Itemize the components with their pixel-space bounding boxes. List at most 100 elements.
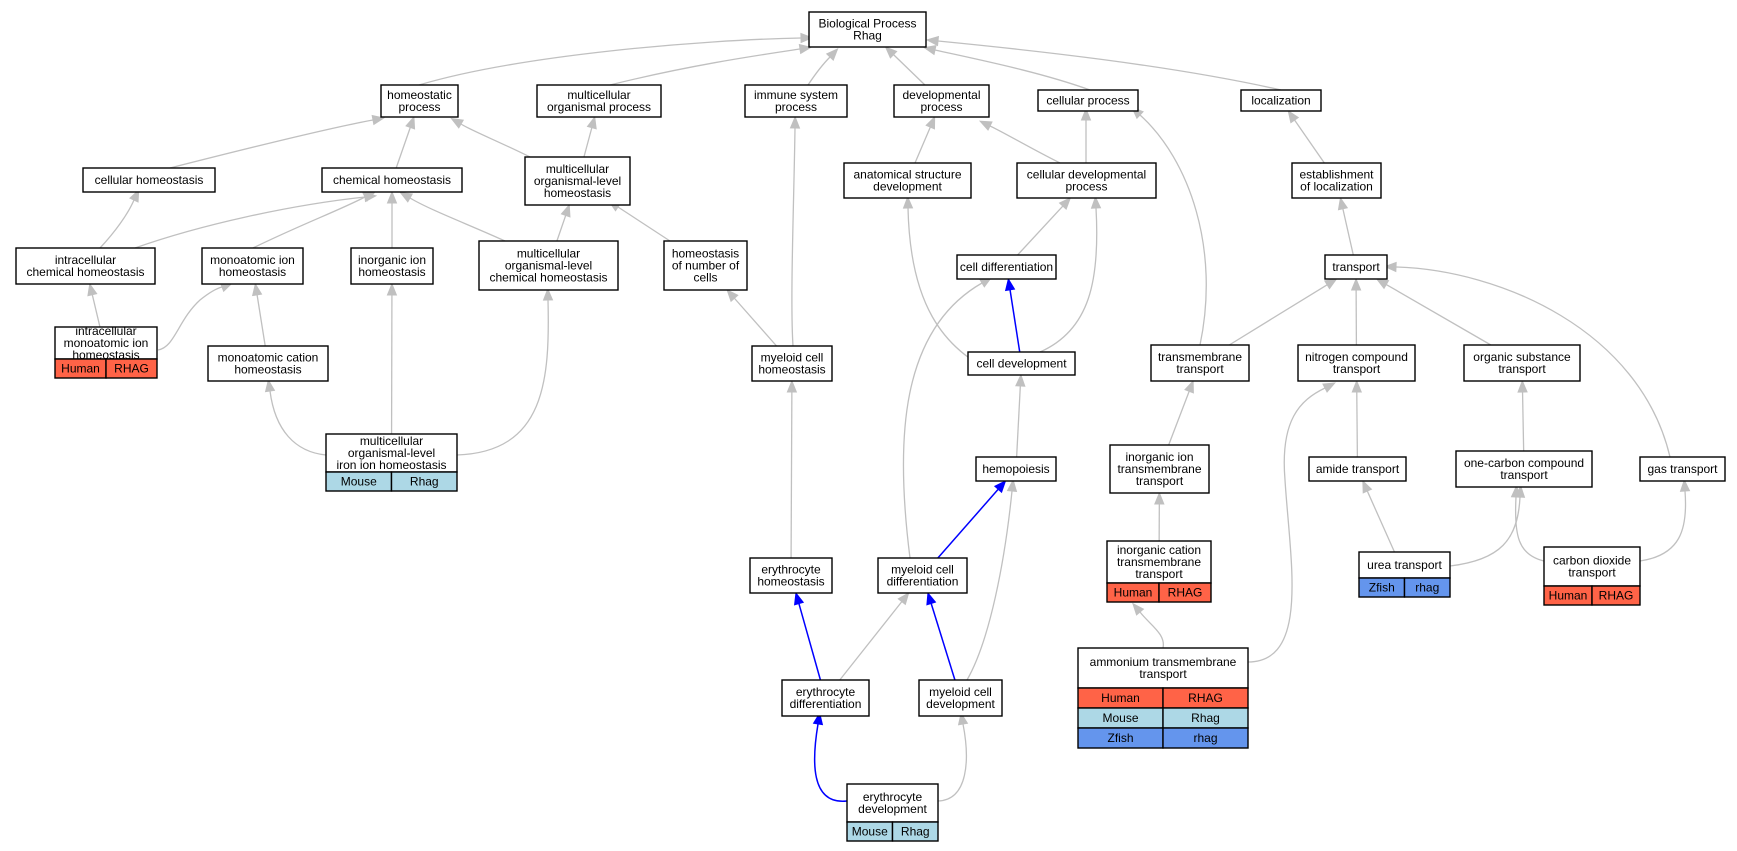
edge-celldev-to-celldiff — [1009, 289, 1021, 353]
term-label-line: process — [920, 100, 962, 114]
term-label-line: homeostasis — [544, 186, 611, 200]
edge-orgsub-to-transport — [1385, 283, 1492, 346]
species-label: Human — [1101, 691, 1140, 705]
term-node-celldiff[interactable]: cell differentiation — [956, 254, 1057, 280]
arrowhead-amm-to-inorcat — [1132, 602, 1145, 616]
term-label-line: anatomical structure — [853, 168, 961, 182]
edge-erydiff-to-eryhomeo — [798, 603, 822, 681]
arrowhead-homeo-to-bp — [800, 32, 814, 44]
term-box — [15, 247, 156, 285]
term-label-line: erythrocyte — [863, 790, 923, 804]
gene-label: RHAG — [1168, 586, 1203, 600]
term-label-line: transmembrane — [1158, 350, 1242, 364]
arrowhead-myhomeo-to-numcells — [726, 289, 739, 303]
edge-co2-to-onecarbon — [1514, 496, 1545, 562]
arrowhead-icmaion-to-icchem — [87, 282, 98, 297]
term-node-inorcat[interactable]: inorganic cationtransmembranetransportHu… — [1106, 540, 1212, 603]
term-label-line: gas transport — [1647, 462, 1718, 476]
edge-macation-to-maion — [256, 294, 266, 347]
term-box — [536, 84, 662, 118]
term-label-line: organismal process — [547, 100, 651, 114]
arrowhead-mydiff-to-hemo — [993, 480, 1007, 494]
term-box — [751, 345, 833, 382]
term-label-line: developmental — [902, 88, 980, 102]
term-box — [207, 345, 329, 382]
term-label-line: chemical homeostasis — [489, 271, 607, 285]
term-label-line: differentiation — [887, 575, 959, 589]
species-label: Zfish — [1107, 731, 1133, 745]
term-label-line: cellular developmental — [1027, 168, 1146, 182]
edge-erydev-to-erydiff — [813, 723, 848, 802]
term-box — [350, 247, 434, 285]
edge-mliron-to-mlchem — [456, 299, 549, 456]
term-box — [1037, 89, 1139, 112]
term-label-line: development — [873, 180, 942, 194]
term-node-hemo[interactable]: hemopoiesis — [975, 456, 1057, 482]
gene-label: rhag — [1193, 731, 1217, 745]
term-box — [1463, 344, 1581, 382]
term-node-cellhomeo[interactable]: cellular homeostasis — [82, 167, 216, 193]
edge-hemo-to-celldev — [1015, 385, 1021, 458]
arrowhead-tmtrans-to-transport — [1323, 278, 1338, 290]
term-label-line: hemopoiesis — [982, 462, 1049, 476]
arrowhead-myhomeo-to-immune — [789, 115, 801, 129]
gene-cell — [891, 821, 939, 842]
arrowhead-gas-to-transport — [1383, 261, 1397, 273]
term-node-celldev[interactable]: cell development — [967, 351, 1076, 376]
term-node-amide[interactable]: amide transport — [1308, 456, 1407, 482]
edge-devproc-to-bp — [893, 54, 926, 86]
term-node-gas[interactable]: gas transport — [1639, 456, 1726, 482]
arrowhead-orgsub-to-transport — [1375, 278, 1390, 290]
arrowhead-co2-to-onecarbon — [1510, 484, 1522, 498]
edge-celldiff-to-celldevproc — [1017, 205, 1064, 256]
arrowhead-mliron-to-mlchem — [542, 287, 554, 301]
term-box — [893, 84, 990, 118]
arrowhead-mlhomeo-to-homeo — [450, 117, 465, 129]
arrowhead-chemhomeo-to-homeo — [405, 115, 416, 130]
edge-immune-to-bp — [807, 56, 831, 86]
term-node-local[interactable]: localization — [1240, 89, 1322, 112]
arrowhead-macation-to-maion — [251, 282, 263, 297]
term-node-transport[interactable]: transport — [1324, 254, 1388, 280]
term-label-line: organismal-level — [534, 174, 621, 188]
edge-anat-to-devproc — [914, 126, 931, 164]
term-box — [967, 351, 1076, 376]
arrowhead-inion-to-chemhomeo — [386, 190, 398, 204]
term-node-cellproc[interactable]: cellular process — [1037, 89, 1139, 112]
term-label-line: Rhag — [853, 29, 882, 43]
edge-celldevproc-to-devproc — [989, 125, 1061, 164]
term-node-chemhomeo[interactable]: chemical homeostasis — [321, 167, 463, 193]
term-box — [1543, 546, 1641, 587]
